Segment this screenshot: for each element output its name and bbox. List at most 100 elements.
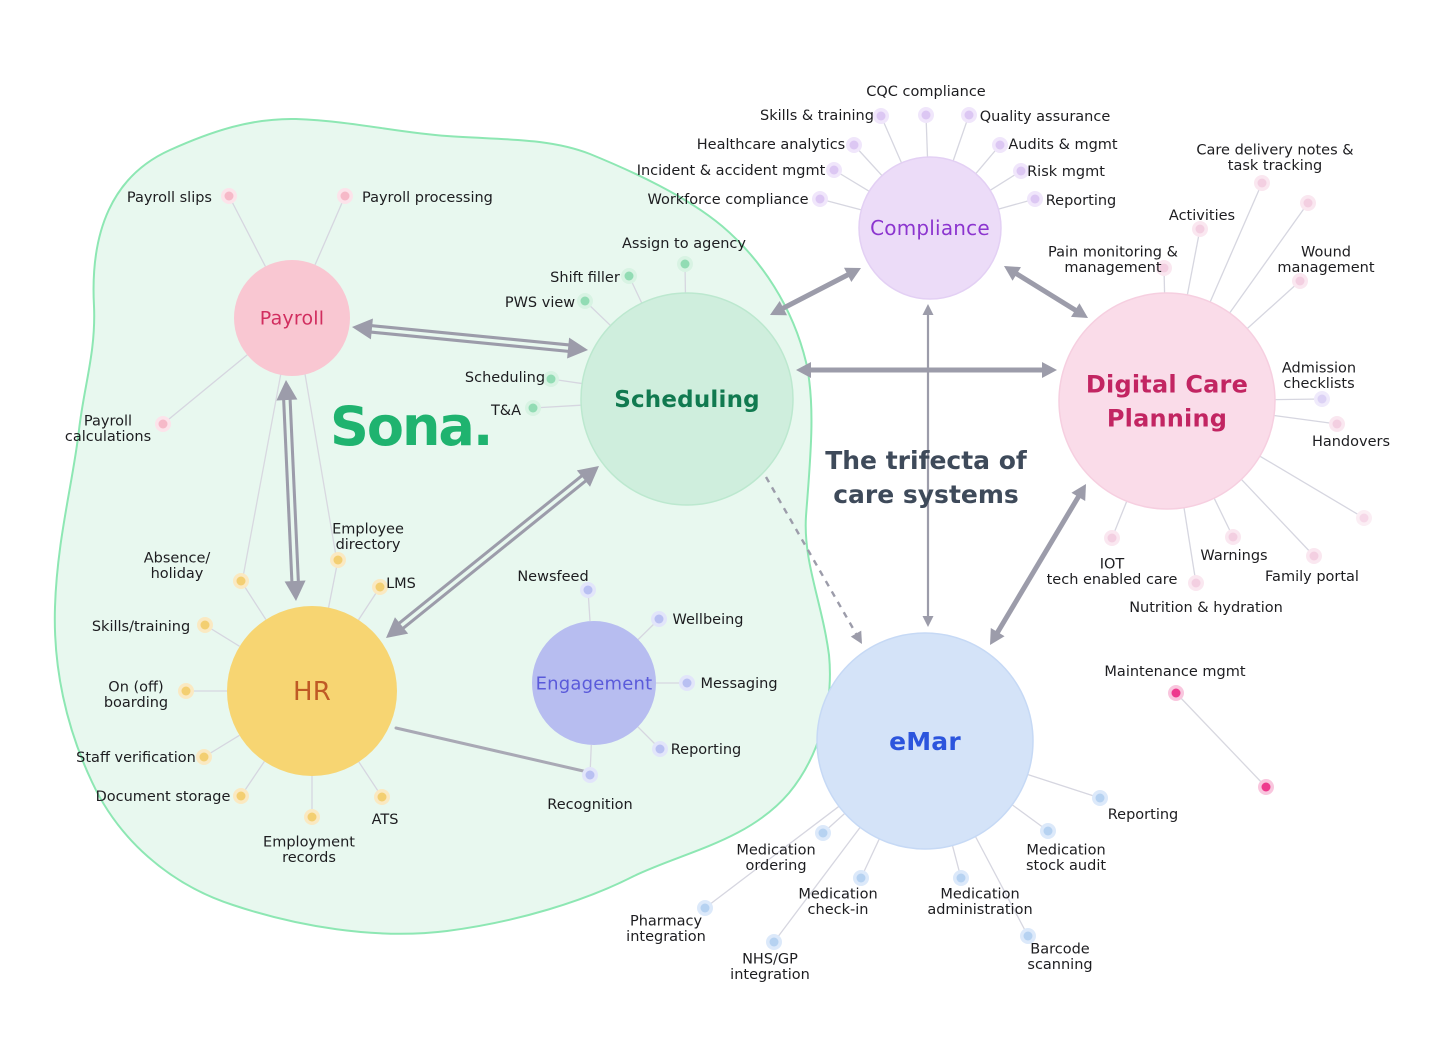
satellite-label: Incident & accident mgmt [637, 163, 826, 179]
satellite-dot [655, 744, 665, 754]
satellite-label: Medication [1026, 842, 1105, 858]
satellite-label: Maintenance mgmt [1104, 664, 1245, 680]
arrow-head-payroll-hr [284, 580, 306, 601]
node-label-engagement: Engagement [536, 673, 653, 694]
satellite-label: Employment [263, 834, 355, 850]
arrow-head-hr-scheduling [576, 466, 599, 487]
satellite-label: Medication [798, 886, 877, 902]
satellite-label: Scheduling [465, 370, 545, 386]
satellite-line [228, 195, 266, 267]
satellite-dot [876, 111, 886, 121]
arrow-head-hr-scheduling [386, 617, 409, 638]
satellite-label: task tracking [1228, 158, 1322, 174]
satellite-label: Medication [940, 886, 1019, 902]
satellite-dot [1332, 419, 1342, 429]
satellite-dot [1228, 532, 1238, 542]
satellite-dot [224, 191, 234, 201]
satellite-label: Document storage [96, 789, 231, 805]
satellite-line [532, 404, 582, 409]
satellite-dot [1030, 194, 1040, 204]
arrow-shaft-gap-hr-scheduling [395, 473, 590, 631]
satellite-dot [158, 419, 168, 429]
satellite-label: Messaging [700, 676, 777, 692]
node-label-dcp: Planning [1107, 404, 1227, 432]
satellite-dot [1016, 166, 1026, 176]
satellite-line [1186, 228, 1201, 296]
sona-logo: Sona. [330, 395, 493, 458]
satellite-label: Wound [1301, 244, 1351, 260]
satellite-dot [375, 582, 385, 592]
satellite-label: Reporting [1108, 807, 1179, 823]
satellite-label: CQC compliance [866, 84, 986, 100]
node-compliance [858, 156, 1002, 300]
satellite-label: tech enabled care [1047, 572, 1178, 588]
satellite-label: Risk mgmt [1027, 164, 1105, 180]
node-label-compliance: Compliance [870, 216, 990, 240]
arrow-head-scheduling-dcp [1042, 362, 1057, 378]
satellite-dot [829, 165, 839, 175]
satellite-label: calculations [65, 429, 151, 445]
satellite-label: Wellbeing [672, 612, 743, 628]
satellite-line [1027, 773, 1101, 799]
satellite-label: NHS/GP [742, 951, 798, 967]
satellite-dot [307, 812, 317, 822]
satellite-line [952, 114, 970, 162]
satellite-line [1273, 414, 1338, 425]
satellite-dot [580, 296, 590, 306]
satellite-label: Absence/ [144, 550, 211, 566]
node-label-emar: eMar [889, 727, 961, 756]
arrow-shaft-compliance-dcp [1010, 268, 1082, 316]
nodes [227, 156, 1276, 850]
satellite-dot [1257, 178, 1267, 188]
satellite-dot [333, 555, 343, 565]
satellite-label: Newsfeed [517, 569, 588, 585]
arrow-head-compliance-dcp [1004, 266, 1021, 281]
satellite-dot [1171, 688, 1181, 698]
node-label-scheduling: Scheduling [614, 387, 760, 413]
satellite-label: Payroll slips [127, 190, 212, 206]
node-label-payroll: Payroll [260, 308, 324, 330]
satellite-label: records [282, 850, 336, 866]
satellite-label: Quality assurance [980, 109, 1111, 125]
satellite-label: Recognition [547, 797, 632, 813]
satellite-label: LMS [386, 576, 416, 592]
satellite-dot [964, 110, 974, 120]
node-scheduling [580, 292, 794, 506]
satellite-dot [682, 678, 692, 688]
arrow-head-scheduling-dcp [796, 362, 811, 378]
satellite-label: ordering [745, 858, 806, 874]
diagram-title-line1: The trifecta of [825, 446, 1027, 475]
satellite-label: integration [730, 967, 810, 983]
node-emar [816, 632, 1034, 850]
link-payroll-absence [242, 372, 282, 578]
satellite-label: Assign to agency [622, 236, 746, 252]
node-payroll [234, 260, 350, 376]
arrow-head-scheduling-emar-dashed [850, 630, 862, 644]
arrows [276, 266, 1088, 645]
satellite-line [1209, 182, 1263, 303]
satellite-dot [583, 585, 593, 595]
satellite-label: boarding [104, 695, 168, 711]
satellite-label: Skills/training [92, 619, 190, 635]
satellite-line [1229, 202, 1309, 314]
satellite-label: management [1064, 260, 1161, 276]
satellite-dots [155, 107, 1372, 950]
satellite-dot [1043, 826, 1053, 836]
satellite-dot [654, 614, 664, 624]
satellite-line [974, 836, 1029, 937]
satellite-dot [1309, 551, 1319, 561]
satellite-line [1183, 507, 1197, 584]
satellite-dot [1317, 394, 1327, 404]
arrow-shaft-gap-payroll-hr [284, 393, 298, 588]
satellite-label: Care delivery notes & [1196, 142, 1353, 158]
satellite-label: Admission [1282, 360, 1356, 376]
satellite-dot [956, 873, 966, 883]
satellite-label: Payroll [84, 413, 132, 429]
satellite-line [773, 826, 861, 943]
satellite-dot [377, 792, 387, 802]
link-payroll-empdir [304, 373, 337, 557]
arrow-head-payroll-scheduling [567, 337, 588, 359]
arrow-head-dcp-emar [1071, 484, 1086, 501]
satellite-dot [849, 140, 859, 150]
